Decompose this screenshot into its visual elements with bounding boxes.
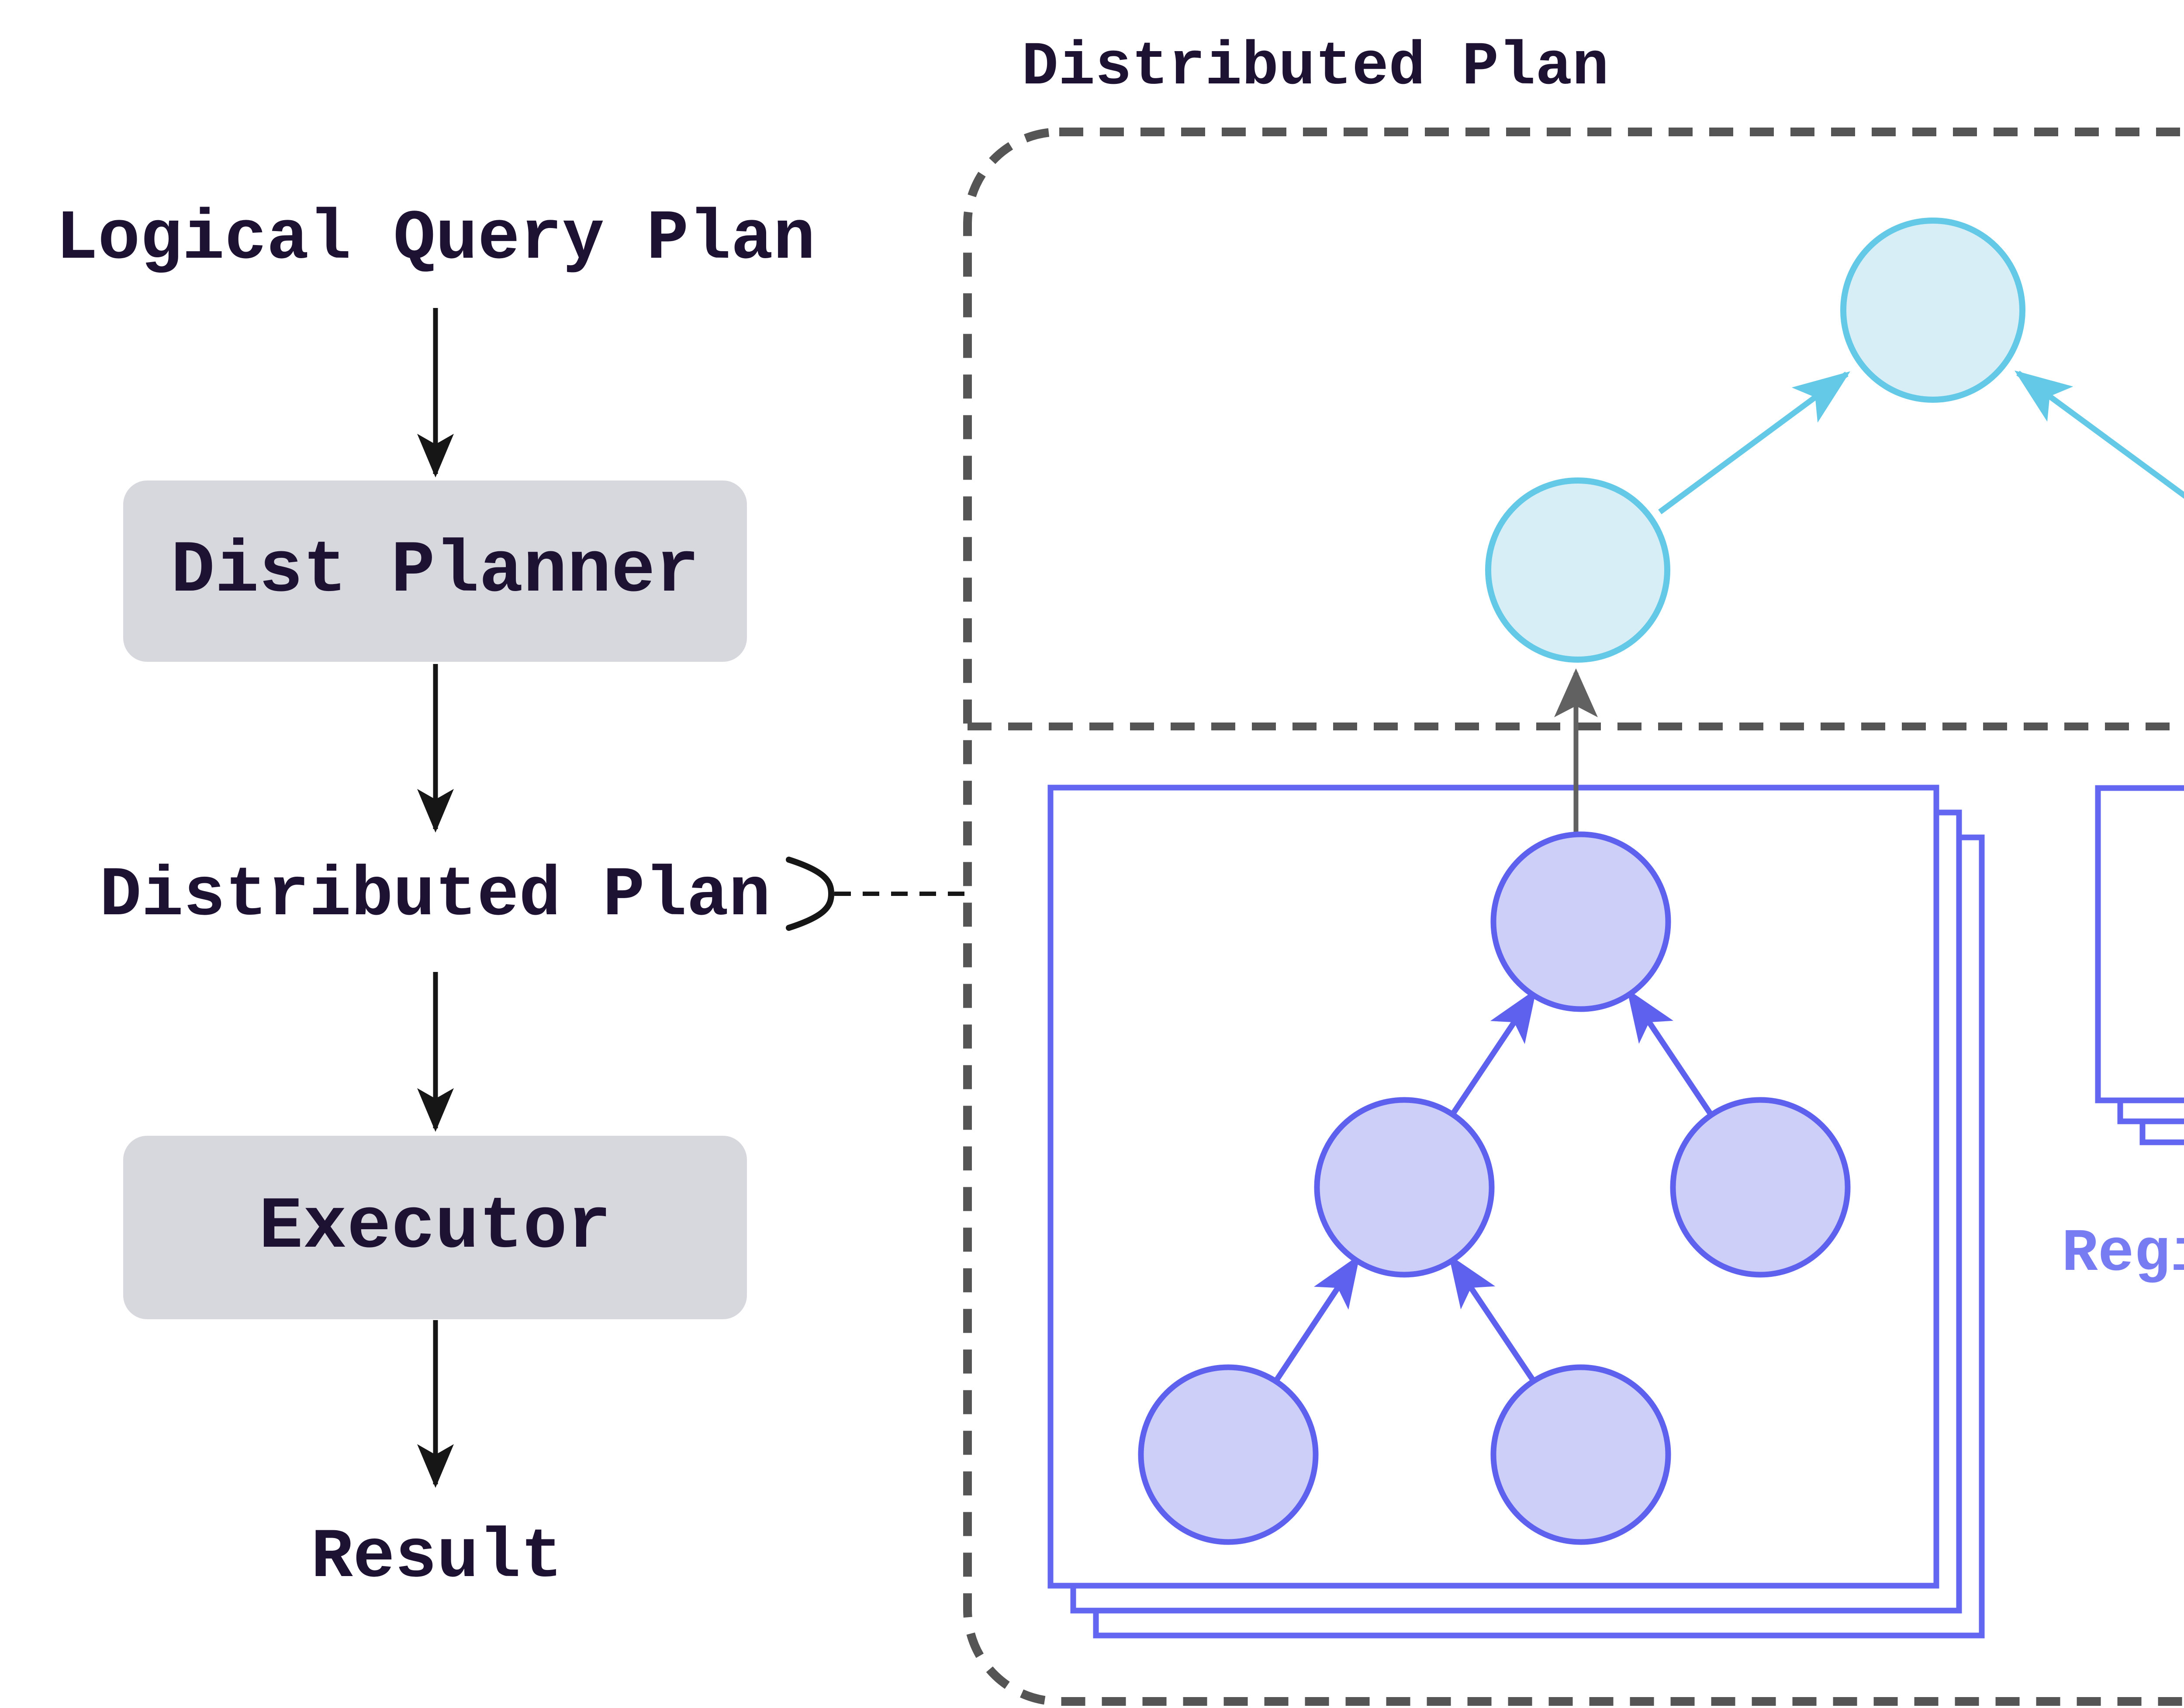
distributed-plan-boundary bbox=[963, 128, 2184, 1706]
label-result: Result bbox=[311, 1518, 563, 1597]
datanode-node-mid-left bbox=[1314, 1097, 1495, 1278]
arrow-datanode-bm-to-ml-icon bbox=[1448, 1254, 1536, 1382]
datanode-node-top bbox=[1490, 831, 1671, 1012]
frontend-node-left bbox=[1485, 477, 1670, 663]
executor-label: Executor bbox=[259, 1186, 612, 1269]
frontend-node-root bbox=[1840, 218, 2025, 403]
arrow-frontend-right-to-root-icon bbox=[2014, 370, 2184, 499]
label-regions: Regions bbox=[2062, 1220, 2184, 1288]
dist-planner-label: Dist Planner bbox=[171, 529, 699, 613]
datanode-node-bottom-left bbox=[1138, 1364, 1319, 1545]
brace-icon bbox=[786, 857, 835, 931]
node-executor: Executor bbox=[123, 1136, 747, 1319]
datanode-node-mid-right bbox=[1670, 1097, 1851, 1278]
datanode-node-bottom-mid bbox=[1490, 1364, 1671, 1545]
label-distributed-plan: Distributed Plan bbox=[99, 857, 771, 936]
region-stack-small-sheet-front bbox=[2095, 785, 2184, 1103]
distributed-plan-title: Distributed Plan bbox=[1022, 33, 1609, 102]
arrow-datanode-mr-to-top-icon bbox=[1627, 989, 1713, 1116]
arrow-frontend-left-to-root-icon bbox=[1658, 371, 1851, 515]
arrow-datanode-ml-to-top-icon bbox=[1450, 989, 1537, 1116]
label-logical-query-plan: Logical Query Plan bbox=[55, 200, 816, 279]
arrow-datanode-bl-to-ml-icon bbox=[1274, 1254, 1360, 1382]
node-dist-planner: Dist Planner bbox=[123, 481, 747, 662]
